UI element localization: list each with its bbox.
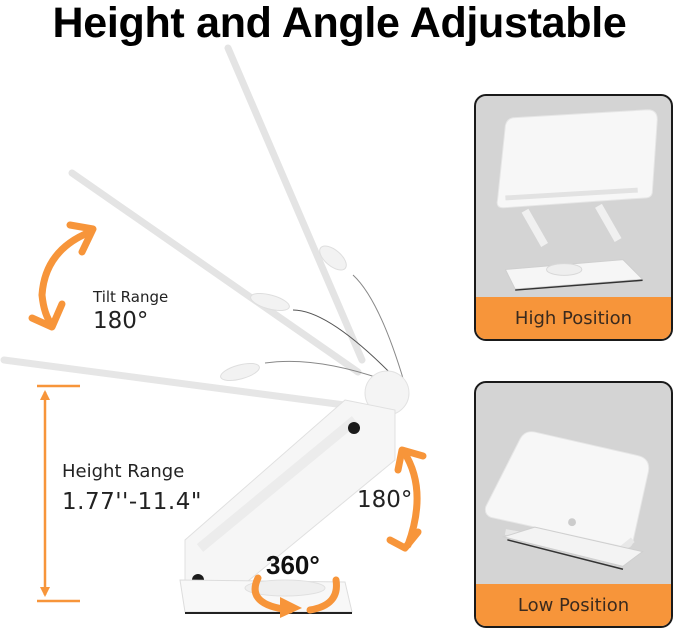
rotation-arrowhead-icon [280, 597, 302, 618]
knob-upper [348, 422, 360, 434]
tilt-range-label: Tilt Range [93, 288, 169, 306]
angle-arrow-icon [386, 446, 427, 552]
stand-base [179, 579, 353, 614]
tilt-range-value: 180° [93, 308, 149, 334]
height-arrow-icon [37, 384, 80, 603]
high-position-card: High Position [474, 94, 673, 341]
high-position-label: High Position [514, 307, 633, 329]
tilt-panels [0, 44, 366, 410]
height-range-label: Height Range [62, 461, 185, 482]
page-clips [220, 245, 347, 382]
low-position-card: Low Position [474, 381, 673, 628]
book-stand-illustration [0, 44, 427, 618]
low-position-label-bar: Low Position [476, 584, 671, 626]
high-position-image [496, 109, 658, 291]
rotation-value: 360° [266, 550, 320, 580]
angle-range-value: 180° [357, 487, 413, 513]
tilt-arrow-icon [28, 221, 97, 331]
low-position-label: Low Position [517, 594, 630, 616]
height-range-value: 1.77''-11.4" [62, 489, 202, 515]
support-arm [184, 399, 396, 601]
page-title: Height and Angle Adjustable [52, 0, 627, 47]
low-position-image [484, 431, 650, 570]
high-position-label-bar: High Position [476, 297, 671, 339]
